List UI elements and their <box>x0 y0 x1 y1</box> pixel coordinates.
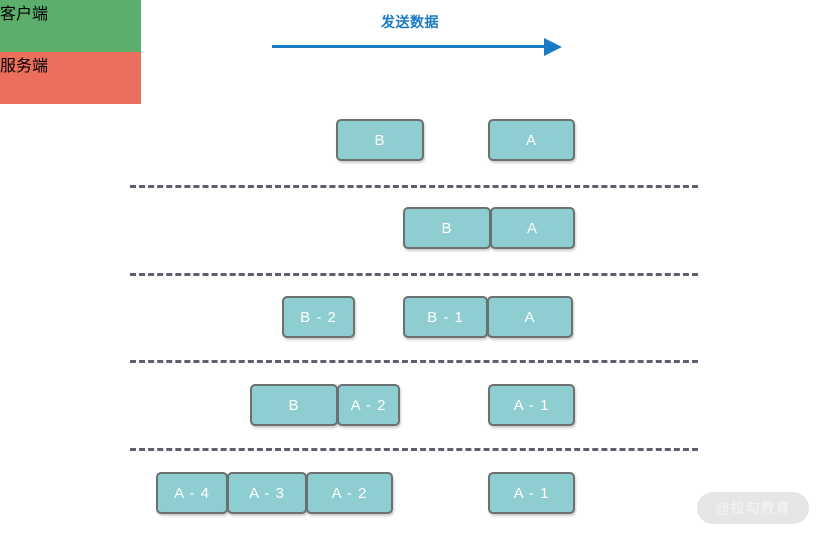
packet-block: A <box>490 207 575 249</box>
client-node: 客户端 <box>0 0 141 52</box>
arrow-line <box>272 45 550 48</box>
packet-group: A - 1 <box>488 384 575 426</box>
packet-group: A - 1 <box>488 472 575 514</box>
packet-group: B - 2 <box>282 296 355 338</box>
divider-line <box>130 360 698 363</box>
arrow-right-icon <box>544 38 562 56</box>
client-node-label: 客户端 <box>0 6 49 23</box>
packet-block: A <box>487 296 573 338</box>
packet-block: A - 1 <box>488 472 575 514</box>
divider-line <box>130 185 698 188</box>
packet-block: B <box>336 119 424 161</box>
server-node: 服务端 <box>0 52 141 104</box>
packet-block: A <box>488 119 575 161</box>
packet-block: B - 1 <box>403 296 488 338</box>
packet-block: B <box>403 207 491 249</box>
divider-line <box>130 448 698 451</box>
packet-group: B <box>336 119 424 161</box>
packet-block: A - 2 <box>337 384 400 426</box>
packet-block: B - 2 <box>282 296 355 338</box>
packet-block: A - 4 <box>156 472 228 514</box>
server-node-label: 服务端 <box>0 58 49 75</box>
divider-line <box>130 273 698 276</box>
watermark: @拉勾教育 <box>697 492 809 524</box>
arrow-label: 发送数据 <box>381 14 439 30</box>
packet-group: A <box>488 119 575 161</box>
packet-block: A - 2 <box>306 472 393 514</box>
packet-block: A - 3 <box>227 472 307 514</box>
packet-block: B <box>250 384 338 426</box>
packet-block: A - 1 <box>488 384 575 426</box>
